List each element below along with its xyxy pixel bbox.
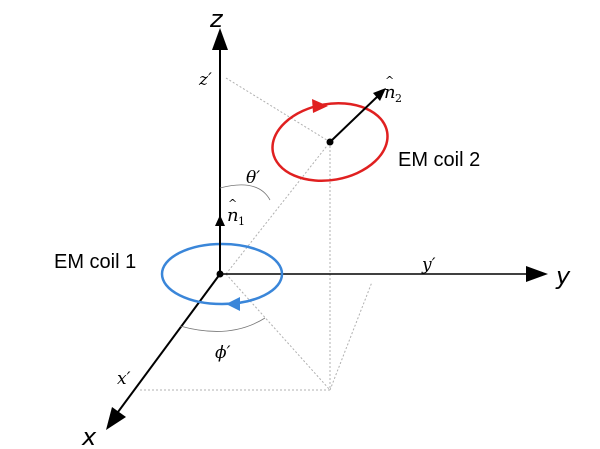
coil-1-loop [160,242,284,306]
x-axis-arrowhead [106,407,126,430]
coil-2-label: EM coil 2 [398,149,480,171]
phi-label: ϕ′ [215,343,231,363]
axes [106,28,548,430]
coil-1-normal-label: n ^ 1 [227,197,245,228]
coil-2-direction-arrow [312,99,328,113]
xy-projection-line [225,273,331,391]
coil-1-label: EM coil 1 [54,251,136,273]
radius-vector-line [225,141,331,275]
coil-1-normal-subscript: 1 [238,215,245,228]
y-axis-label: y [555,262,571,290]
coil-1-normal-arrowhead [215,215,225,226]
coil-2-normal-hat: ^ [385,74,394,87]
projection-lines [140,77,373,391]
y-prime-projection-line [329,281,373,391]
z-prime-label: z′ [198,70,212,90]
z-prime-projection-line [225,77,331,143]
em-coil-1 [160,215,284,311]
coil-2-normal-symbol: n [384,82,396,103]
coil-1-normal-hat: ^ [228,197,237,210]
coil-2-normal-subscript: 2 [395,92,402,105]
em-coil-2 [271,88,389,183]
coil-1-normal-symbol: n [227,205,239,226]
coil-2-normal-vector [329,95,379,143]
y-prime-label: y′ [421,255,436,275]
x-prime-label: x′ [117,369,131,389]
theta-label: θ′ [246,168,260,188]
y-axis-arrowhead [526,266,548,282]
x-axis-label: x [81,423,97,449]
theta-arc [219,184,271,201]
z-axis-arrowhead [212,28,228,50]
coil-1-direction-arrow [226,297,240,311]
coil-2-normal-arrowhead [373,88,386,101]
coil-2-normal-label: n ^ 2 [384,74,402,105]
x-axis [117,273,221,413]
phi-arc [179,317,266,332]
z-axis-label: z [209,5,224,33]
